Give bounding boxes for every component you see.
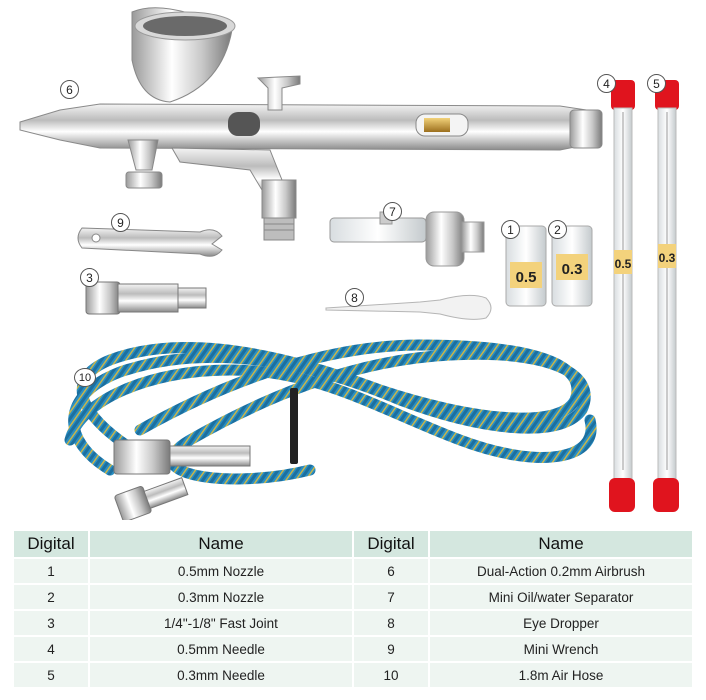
cell-name: Dual-Action 0.2mm Airbrush xyxy=(428,557,694,585)
needle-05-label: 0.5 xyxy=(615,257,632,271)
air-hose xyxy=(64,339,597,485)
hose-tie xyxy=(290,388,298,464)
nozzle-tube-05 xyxy=(505,225,547,307)
needle-03-label: 0.3 xyxy=(659,251,676,265)
cell-digital: 4 xyxy=(12,635,90,663)
fast-joint xyxy=(85,281,207,315)
marker-9: 9 xyxy=(111,213,130,232)
needle-tube-05 xyxy=(609,80,635,512)
marker-2: 2 xyxy=(548,220,567,239)
cell-digital: 5 xyxy=(12,661,90,689)
cell-name: 0.5mm Nozzle xyxy=(88,557,354,585)
cell-digital: 9 xyxy=(352,635,430,663)
marker-5: 5 xyxy=(647,74,666,93)
airbrush xyxy=(19,7,603,241)
eye-dropper xyxy=(325,294,492,320)
cell-name: 1/4"-1/8" Fast Joint xyxy=(88,609,354,637)
marker-8: 8 xyxy=(345,288,364,307)
cell-name: Mini Oil/water Separator xyxy=(428,583,694,611)
table-row: 2 0.3mm Nozzle 7 Mini Oil/water Separato… xyxy=(12,583,694,611)
oil-water-separator xyxy=(329,211,485,267)
mini-wrench xyxy=(77,227,223,257)
cell-name: Mini Wrench xyxy=(428,635,694,663)
table-row: 3 1/4"-1/8" Fast Joint 8 Eye Dropper xyxy=(12,609,694,637)
nozzle-05-label: 0.5 xyxy=(516,269,537,286)
cell-digital: 1 xyxy=(12,557,90,585)
marker-6: 6 xyxy=(60,80,79,99)
table-row: 4 0.5mm Needle 9 Mini Wrench xyxy=(12,635,694,663)
cell-name: 0.3mm Needle xyxy=(88,661,354,689)
table-header-row: Digital Name Digital Name xyxy=(12,529,694,559)
cell-digital: 7 xyxy=(352,583,430,611)
table-row: 5 0.3mm Needle 10 1.8m Air Hose xyxy=(12,661,694,689)
header-name: Name xyxy=(88,529,354,559)
header-digital: Digital xyxy=(12,529,90,559)
needle-tube-03 xyxy=(653,80,679,512)
cell-digital: 2 xyxy=(12,583,90,611)
parts-table: Digital Name Digital Name 1 0.5mm Nozzle… xyxy=(12,529,694,689)
marker-7: 7 xyxy=(383,202,402,221)
cell-digital: 6 xyxy=(352,557,430,585)
nozzle-03-label: 0.3 xyxy=(562,261,583,278)
header-name: Name xyxy=(428,529,694,559)
cell-name: 0.5mm Needle xyxy=(88,635,354,663)
marker-4: 4 xyxy=(597,74,616,93)
header-digital: Digital xyxy=(352,529,430,559)
cell-digital: 8 xyxy=(352,609,430,637)
cell-name: 1.8m Air Hose xyxy=(428,661,694,689)
marker-3: 3 xyxy=(80,268,99,287)
marker-10: 10 xyxy=(74,368,96,387)
cell-digital: 3 xyxy=(12,609,90,637)
nozzle-tube-03 xyxy=(551,225,593,307)
hose-fittings xyxy=(113,439,251,520)
table-row: 1 0.5mm Nozzle 6 Dual-Action 0.2mm Airbr… xyxy=(12,557,694,585)
cell-digital: 10 xyxy=(352,661,430,689)
marker-1: 1 xyxy=(501,220,520,239)
cell-name: 0.3mm Nozzle xyxy=(88,583,354,611)
product-photo: 0.5 0.3 0.5 0.3 xyxy=(19,7,679,520)
cell-name: Eye Dropper xyxy=(428,609,694,637)
